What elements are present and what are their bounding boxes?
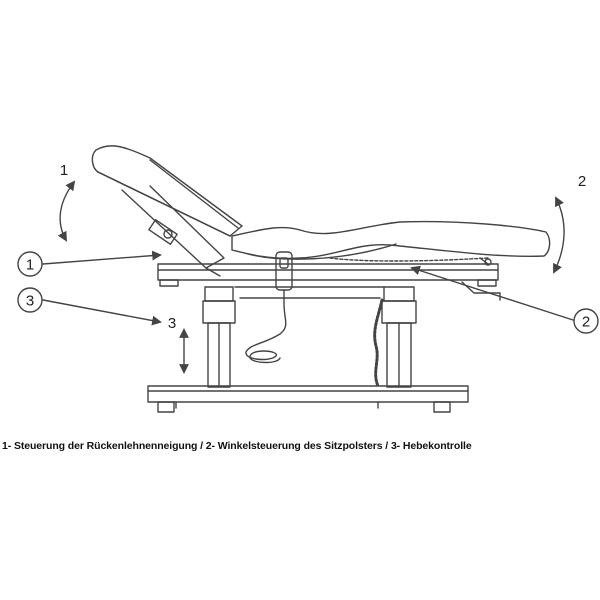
callout-2-leader xyxy=(410,265,574,321)
callout-2-number: 2 xyxy=(582,314,590,331)
callout-circle-2 xyxy=(573,308,599,334)
seat-tilt-arrow xyxy=(553,196,565,274)
table-base xyxy=(147,385,469,413)
backrest xyxy=(91,145,243,237)
callout-circle-1 xyxy=(17,251,43,277)
backrest-arrow-number: 1 xyxy=(60,162,68,179)
callout-3-number: 3 xyxy=(26,293,34,310)
callout-1-leader xyxy=(42,250,162,265)
seat-arrow-number: 2 xyxy=(578,173,586,190)
seat-cushion xyxy=(231,220,551,266)
hand-switch xyxy=(245,251,293,364)
callout-1-number: 1 xyxy=(26,257,34,274)
coiled-cable xyxy=(373,298,384,388)
lift-column-right xyxy=(381,286,417,388)
backrest-tilt-mechanism xyxy=(121,185,225,277)
lift-column-left xyxy=(202,286,236,388)
legend-caption: 1- Steuerung der Rückenlehnenneigung / 2… xyxy=(2,440,472,452)
backrest-tilt-arrow xyxy=(57,180,76,242)
callout-circle-3 xyxy=(17,287,43,313)
callout-3-leader xyxy=(42,299,162,326)
height-arrow-number: 3 xyxy=(168,315,176,332)
table-frame xyxy=(157,263,499,299)
